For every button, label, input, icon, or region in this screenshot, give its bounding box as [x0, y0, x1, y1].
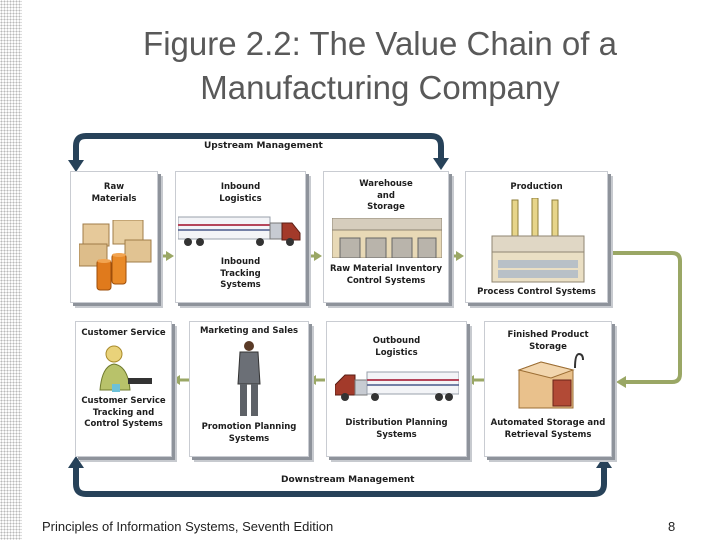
- marketing-sales-label: Marketing and Sales: [199, 326, 299, 336]
- production-label: Production: [510, 182, 563, 192]
- inbound-logistics-label: Inbound Logistics: [219, 182, 262, 204]
- raw-materials-label: Raw Materials: [91, 182, 137, 204]
- process-control-label: Process Control Systems: [477, 287, 596, 297]
- outbound-logistics-box: Outbound Logistics Distribution Planning…: [326, 321, 467, 457]
- downstream-arrow: [68, 456, 612, 497]
- customer-service-label: Customer Service: [81, 328, 166, 338]
- finished-storage-box: Finished Product Storage Automated Stora…: [484, 321, 612, 457]
- dotted-margin: [0, 0, 22, 540]
- warehouse-label: Warehouse and Storage: [359, 179, 413, 212]
- marketing-sales-box: Marketing and Sales Promotion Planning S…: [189, 321, 309, 457]
- flow-arrow-5: [308, 375, 325, 385]
- inbound-logistics-box: Inbound Logistics Inbound Tracking Syste…: [175, 171, 306, 303]
- flow-arrow-3: [448, 251, 464, 261]
- downstream-label: Downstream Management: [281, 475, 415, 485]
- flow-arrow-loop: [612, 251, 682, 388]
- outbound-logistics-label: Outbound Logistics: [372, 336, 421, 358]
- flow-arrow-1: [157, 251, 174, 261]
- production-box: Production Process Control Systems: [465, 171, 608, 303]
- customer-service-box: Customer Service Customer Service Tracki…: [75, 321, 172, 457]
- warehouse-icon: [332, 218, 442, 258]
- upstream-arrow: [68, 133, 449, 172]
- slide-title-line1: Figure 2.2: The Value Chain of a: [143, 25, 617, 62]
- crates-barrels-icon: [79, 220, 152, 291]
- flow-arrow-4: [466, 375, 486, 385]
- raw-material-inventory-label: Raw Material Inventory Control Systems: [329, 264, 443, 286]
- automated-storage-label: Automated Storage and Retrieval Systems: [490, 418, 606, 440]
- customer-service-rep-icon: [99, 345, 152, 392]
- truck-icon: [178, 216, 301, 246]
- inbound-tracking-label: Inbound Tracking Systems: [220, 257, 261, 290]
- flow-arrow-6: [172, 375, 189, 385]
- finished-storage-label: Finished Product Storage: [507, 330, 589, 352]
- slide-title-line2: Manufacturing Company: [200, 69, 560, 106]
- warehouse-box: Warehouse and Storage Raw Material Inven…: [323, 171, 449, 303]
- flow-arrow-2: [304, 251, 322, 261]
- factory-icon: [491, 198, 585, 283]
- footer-text: Principles of Information Systems, Seven…: [42, 519, 334, 534]
- salesperson-icon: [237, 341, 261, 416]
- customer-service-tracking-label: Customer Service Tracking and Control Sy…: [81, 396, 166, 429]
- page-number: 8: [668, 519, 676, 534]
- raw-materials-box: Raw Materials: [70, 171, 158, 303]
- promotion-planning-label: Promotion Planning Systems: [201, 422, 297, 444]
- outbound-truck-icon: [335, 371, 459, 401]
- storage-unit-icon: [517, 352, 584, 409]
- distribution-planning-label: Distribution Planning Systems: [345, 418, 448, 440]
- upstream-label: Upstream Management: [204, 141, 323, 151]
